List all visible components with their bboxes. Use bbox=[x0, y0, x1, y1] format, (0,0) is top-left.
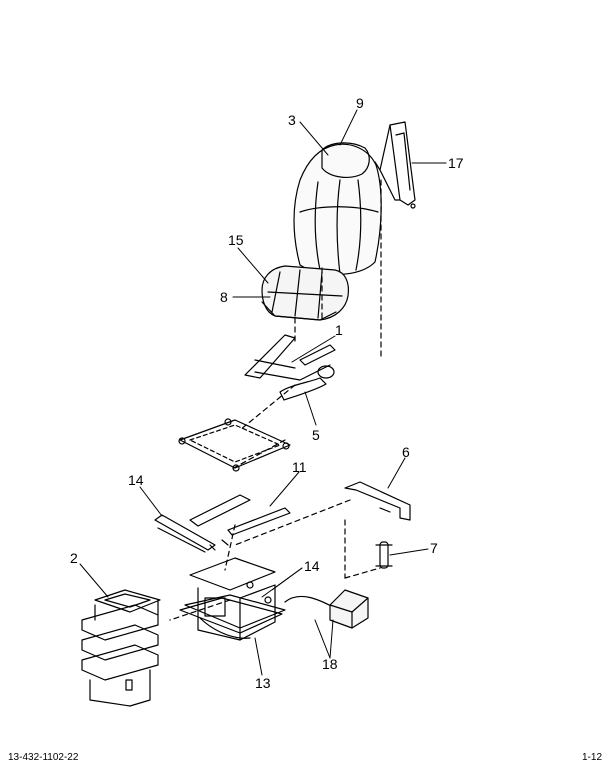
seat-cushion bbox=[261, 265, 350, 321]
alignment-lines bbox=[169, 179, 382, 621]
callout-14a: 14 bbox=[128, 472, 144, 488]
callout-18: 18 bbox=[322, 656, 338, 672]
callout-6: 6 bbox=[402, 444, 410, 460]
mount-bracket bbox=[344, 481, 411, 521]
document-id: 13-432-1102-22 bbox=[8, 752, 79, 763]
callout-9: 9 bbox=[356, 95, 364, 111]
pivot-pin bbox=[375, 541, 393, 569]
grab-handle bbox=[374, 121, 416, 209]
callout-labels: 9 3 17 15 8 1 5 6 11 14 7 2 14 18 13 bbox=[70, 95, 464, 691]
leader-lines bbox=[79, 109, 447, 676]
callout-1: 1 bbox=[335, 322, 343, 338]
adjust-lever bbox=[154, 514, 216, 553]
callout-3: 3 bbox=[288, 112, 296, 128]
suspension-base bbox=[179, 557, 336, 641]
callout-15: 15 bbox=[228, 232, 244, 248]
callout-8: 8 bbox=[220, 289, 228, 305]
air-compressor bbox=[329, 589, 369, 629]
seat-back bbox=[293, 142, 382, 275]
page-number: 1-12 bbox=[581, 752, 602, 763]
bellows-cover bbox=[81, 589, 161, 707]
callout-2: 2 bbox=[70, 550, 78, 566]
callout-17: 17 bbox=[448, 155, 464, 171]
callout-11: 11 bbox=[292, 459, 307, 475]
callout-5: 5 bbox=[312, 427, 320, 443]
seat-frame bbox=[244, 334, 336, 401]
callout-13: 13 bbox=[255, 675, 271, 691]
seat-slide-assembly bbox=[178, 418, 291, 472]
callout-14b: 14 bbox=[304, 558, 320, 574]
callout-7: 7 bbox=[430, 540, 438, 556]
slide-rails bbox=[189, 494, 291, 551]
